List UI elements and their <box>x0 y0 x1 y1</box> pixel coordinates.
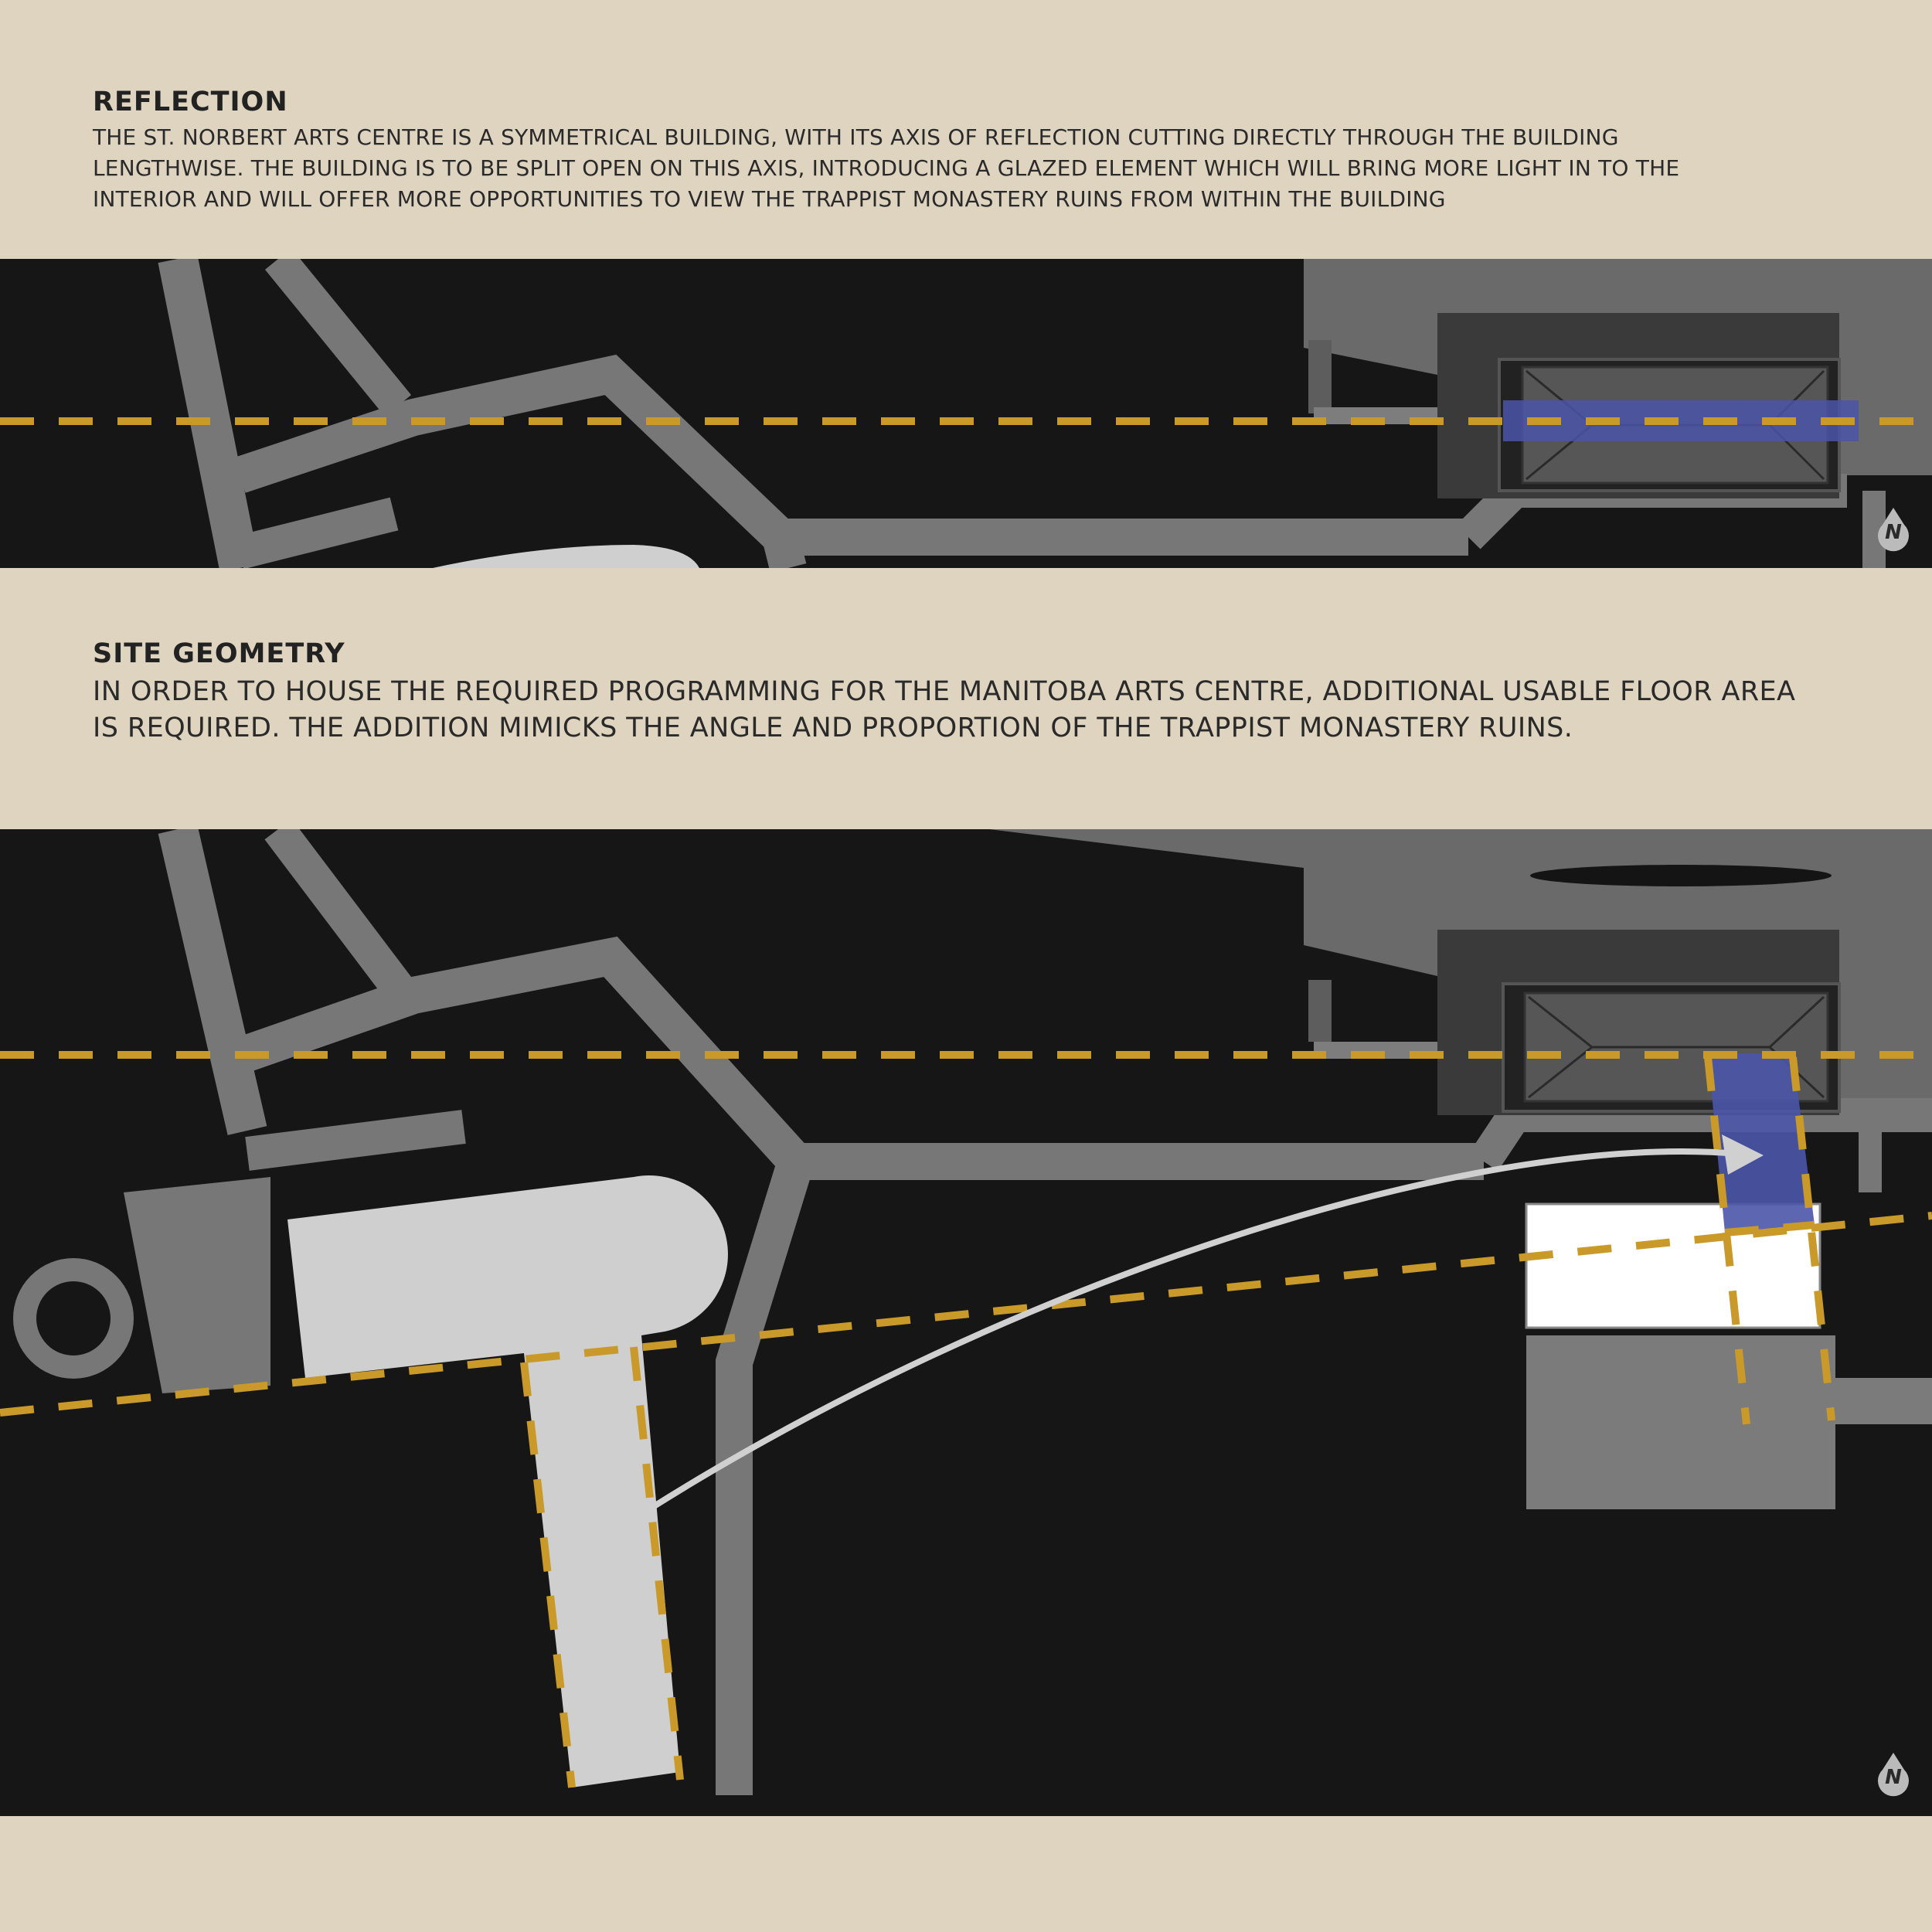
addition-lot-strip <box>1832 1378 1932 1424</box>
site-paths <box>158 829 1932 1795</box>
reflection-line: LENGTHWISE. THE BUILDING IS TO BE SPLIT … <box>93 155 1680 181</box>
pond <box>1530 865 1832 886</box>
north-arrow-icon: N <box>1878 508 1909 552</box>
turnaround-loop <box>13 1258 134 1379</box>
site-geometry-drawing: N <box>0 829 1932 1797</box>
north-arrow-icon: N <box>1878 1753 1909 1797</box>
reflection-heading: REFLECTION <box>93 87 288 117</box>
site-geometry-line: IN ORDER TO HOUSE THE REQUIRED PROGRAMMI… <box>93 676 1796 707</box>
arrow-head-icon <box>1722 1134 1764 1175</box>
reflection-line: THE ST. NORBERT ARTS CENTRE IS A SYMMETR… <box>93 124 1619 150</box>
site-geometry-heading: SITE GEOMETRY <box>93 638 345 669</box>
reflection-plan-drawing: N <box>0 259 1932 568</box>
monastery-ruins <box>287 1175 728 1787</box>
glazed-element <box>1708 1053 1815 1233</box>
ruins-axis <box>0 1212 1932 1417</box>
monastery-ruins-edge <box>433 545 699 568</box>
addition-outline-dashed <box>1704 1056 1835 1425</box>
site-geometry-description: IN ORDER TO HOUSE THE REQUIRED PROGRAMMI… <box>93 674 1893 747</box>
site-geometry-line: IS REQUIRED. THE ADDITION MIMICKS THE AN… <box>93 713 1573 743</box>
north-label: N <box>1885 1766 1902 1789</box>
north-label: N <box>1885 521 1902 544</box>
axis-lines <box>0 1051 1932 1788</box>
reflection-description: THE ST. NORBERT ARTS CENTRE IS A SYMMETR… <box>93 122 1870 215</box>
site-paths <box>158 259 1886 568</box>
entry-walkway <box>1308 980 1332 1042</box>
ruins-outline-dashed <box>520 1346 684 1788</box>
reflection-line: INTERIOR AND WILL OFFER MORE OPPORTUNITI… <box>93 186 1446 212</box>
proportion-arrow <box>647 1148 1740 1512</box>
reflection-site-plan: N <box>0 259 1932 568</box>
glazed-element <box>1503 400 1859 441</box>
addition-lot <box>1526 1335 1835 1509</box>
site-geometry-plan: N <box>0 829 1932 1816</box>
turnaround-stem <box>124 1177 270 1393</box>
entry-walkway <box>1308 340 1332 413</box>
